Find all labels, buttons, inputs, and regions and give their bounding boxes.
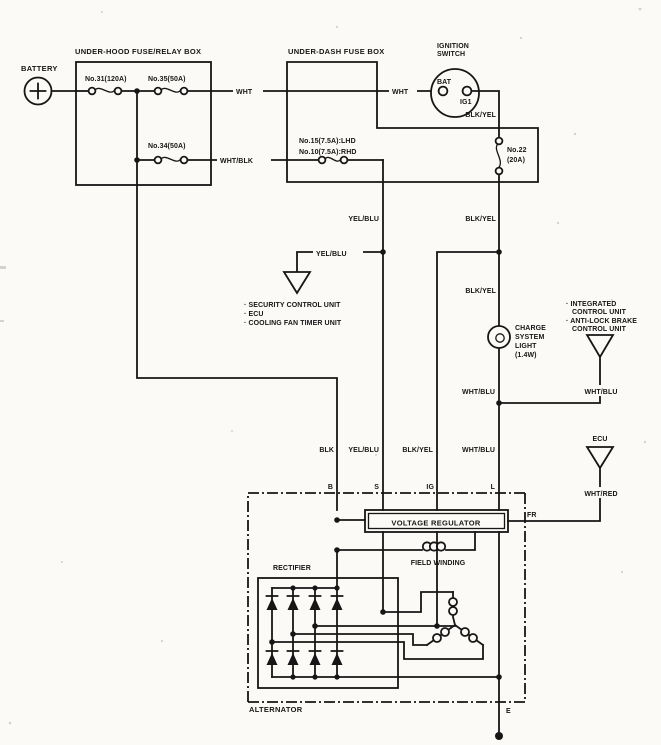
ecu-label: ECU xyxy=(592,436,607,443)
terminal-b: B xyxy=(328,484,333,491)
charge-light-line2: SYSTEM xyxy=(515,334,544,341)
rectifier-label: RECTIFIER xyxy=(273,565,311,572)
charge-system-light-icon xyxy=(487,325,511,349)
underdash-fuse-box xyxy=(286,61,539,183)
wire-label-whtblu-icu: WHT/BLU xyxy=(585,389,618,396)
voltage-regulator-label: VOLTAGE REGULATOR xyxy=(391,519,480,528)
fuse35-label: No.35(50A) xyxy=(148,76,186,83)
yelblu-branch xyxy=(282,249,386,295)
connector-triangle-icon xyxy=(585,446,615,470)
battery-symbol xyxy=(23,76,77,106)
wire-label-whtblk: WHT/BLK xyxy=(220,158,253,165)
main-wire-runs xyxy=(136,159,502,511)
charge-light-line4: (1.4W) xyxy=(515,352,537,359)
terminal-ig: IG xyxy=(426,484,434,491)
fuse10-label: No.10(7.5A):RHD xyxy=(299,149,357,156)
rectifier-diodes xyxy=(265,595,344,665)
ecu-fr-branch xyxy=(507,446,615,522)
terminal-s: S xyxy=(374,484,379,491)
icu-abs-branch xyxy=(498,334,615,404)
right-unit-4: CONTROL UNIT xyxy=(572,326,627,333)
wire-label-wht-1: WHT xyxy=(236,89,253,96)
terminal-e: E xyxy=(506,708,511,715)
underhood-box-title: UNDER-HOOD FUSE/RELAY BOX xyxy=(75,47,201,56)
charge-light-line3: LIGHT xyxy=(515,343,537,350)
wire-label-whtred: WHT/RED xyxy=(584,491,617,498)
ignition-ig1-terminal: IG1 xyxy=(460,99,472,106)
underdash-box-title: UNDER-DASH FUSE BOX xyxy=(288,47,385,56)
wire-label-blkyel-term: BLK/YEL xyxy=(402,447,433,454)
stator-windings xyxy=(269,531,485,660)
fuse22-name: No.22 xyxy=(507,147,527,154)
field-winding-label: FIELD WINDING xyxy=(411,560,466,567)
branch-unit-3: · COOLING FAN TIMER UNIT xyxy=(244,320,342,327)
fuse31-label: No.31(120A) xyxy=(85,76,127,83)
alternator-label: ALTERNATOR xyxy=(249,705,303,714)
right-unit-2: CONTROL UNIT xyxy=(572,309,627,316)
field-winding-symbol xyxy=(334,531,476,553)
right-unit-1: · INTEGRATED xyxy=(566,301,616,308)
ignition-title-1: IGNITION xyxy=(437,43,469,50)
charge-light-line1: CHARGE xyxy=(515,325,546,332)
wire-label-yelblu-term: YEL/BLU xyxy=(348,447,379,454)
wire-label-wht-2: WHT xyxy=(392,89,409,96)
fuse34-label: No.34(50A) xyxy=(148,143,186,150)
fuse22-rating: (20A) xyxy=(507,157,525,164)
branch-unit-1: · SECURITY CONTROL UNIT xyxy=(244,302,341,309)
wire-label-blkyel-1: BLK/YEL xyxy=(465,112,496,119)
wire-label-whtblu-lamp: WHT/BLU xyxy=(462,389,495,396)
ignition-switch-symbol xyxy=(430,68,500,139)
wire-label-yelblu-main: YEL/BLU xyxy=(348,216,379,223)
right-unit-3: · ANTI-LOCK BRAKE xyxy=(566,318,637,325)
alternator-boundary xyxy=(247,492,526,703)
wire-label-blk-term: BLK xyxy=(319,447,334,454)
underhood-fuse-box xyxy=(75,61,212,186)
ground-e-line xyxy=(495,531,503,740)
ignition-bat-terminal: BAT xyxy=(437,79,452,86)
wire-label-whtblu-term: WHT/BLU xyxy=(462,447,495,454)
wire-label-yelblu-branch: YEL/BLU xyxy=(316,251,347,258)
wire-label-blkyel-3: BLK/YEL xyxy=(465,288,496,295)
fuse15-label: No.15(7.5A):LHD xyxy=(299,138,356,145)
terminal-fr: FR xyxy=(527,512,537,519)
scan-specks xyxy=(0,7,647,725)
terminal-l: L xyxy=(491,484,496,491)
connector-triangle-icon xyxy=(282,271,312,295)
ignition-title-2: SWITCH xyxy=(437,51,465,58)
wire-label-blkyel-2: BLK/YEL xyxy=(465,216,496,223)
branch-unit-2: · ECU xyxy=(244,311,264,318)
connector-triangle-icon xyxy=(585,334,615,359)
battery-label: BATTERY xyxy=(21,64,58,73)
